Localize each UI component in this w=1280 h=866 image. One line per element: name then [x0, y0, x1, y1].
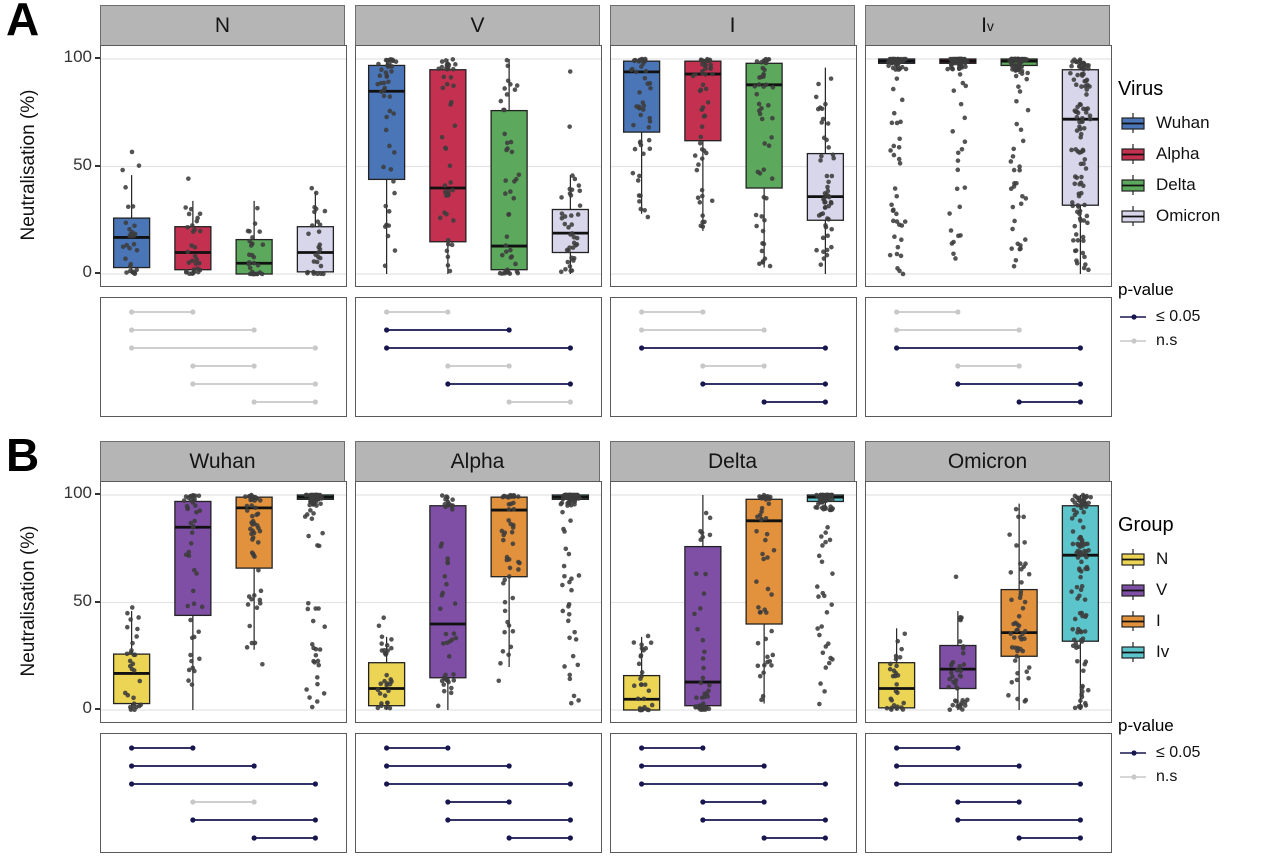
- facet-strip-Alpha: Alpha: [355, 441, 600, 483]
- legend-key-boxplot-icon: [1121, 175, 1145, 195]
- facet-strip-Delta: Delta: [610, 441, 855, 483]
- sig-panel-A-N: [100, 297, 347, 417]
- pvalue-legend-title: p-value: [1118, 280, 1174, 299]
- legend-key-boxplot-icon: [1121, 113, 1145, 133]
- y-tick-mark: [95, 57, 100, 59]
- y-tick-mark: [95, 272, 100, 274]
- y-tick-mark: [95, 708, 100, 710]
- legend-key-boxplot-icon: [1121, 206, 1145, 226]
- legend-title-A: Virus: [1118, 78, 1164, 100]
- legend-label: Omicron: [1156, 206, 1221, 225]
- legend-entry-N: N: [1118, 547, 1280, 571]
- sig-panel-A-Iv: [865, 297, 1112, 417]
- y-axis-label-A: Neutralisation (%): [18, 89, 39, 241]
- pvalue-entry-sig: ≤ 0.05: [1118, 744, 1280, 762]
- sig-panel-A-V: [355, 297, 602, 417]
- pvalue-label: n.s: [1156, 332, 1178, 349]
- pvalue-label: n.s: [1156, 768, 1178, 785]
- legend-key-boxplot-icon: [1121, 549, 1145, 569]
- y-tick-label: 0: [82, 698, 92, 717]
- pvalue-entry-ns: n.s: [1118, 332, 1280, 350]
- legend-label: I: [1156, 611, 1161, 630]
- facet-strip-Omicron: Omicron: [865, 441, 1110, 483]
- sig-panel-B-Wuhan: [100, 733, 347, 853]
- boxplot-panel-A-I: [610, 45, 857, 287]
- y-axis-label-B: Neutralisation (%): [18, 525, 39, 677]
- pvalue-legend-A: p-value ≤ 0.05 n.s: [1118, 280, 1280, 350]
- boxplot-panel-A-Iv: [865, 45, 1112, 287]
- legend-label: N: [1156, 549, 1169, 568]
- legend-label: Alpha: [1156, 144, 1200, 163]
- boxplot-panel-A-V: [355, 45, 602, 287]
- legend-key-boxplot-icon: [1121, 611, 1145, 631]
- sig-panel-A-I: [610, 297, 857, 417]
- facet-strip-I: I: [610, 5, 855, 47]
- legend-entry-Omicron: Omicron: [1118, 204, 1280, 228]
- panel-label-B: B: [6, 429, 40, 481]
- facet-strip-N: N: [100, 5, 345, 47]
- y-tick-label: 100: [63, 483, 92, 502]
- pvalue-key-ns-icon: [1120, 774, 1146, 780]
- boxplot-panel-A-N: [100, 45, 347, 287]
- pvalue-key-sig-icon: [1120, 314, 1146, 320]
- legend-entry-Alpha: Alpha: [1118, 142, 1280, 166]
- legend-entry-Wuhan: Wuhan: [1118, 111, 1280, 135]
- legend-label: Iv: [1156, 642, 1170, 661]
- pvalue-key-sig-icon: [1120, 750, 1146, 756]
- pvalue-legend-title: p-value: [1118, 716, 1174, 735]
- legend-label: V: [1156, 580, 1168, 599]
- pvalue-label: ≤ 0.05: [1156, 308, 1201, 325]
- legend-key-boxplot-icon: [1121, 642, 1145, 662]
- legend-title-B: Group: [1118, 514, 1174, 536]
- pvalue-entry-ns: n.s: [1118, 768, 1280, 786]
- legend-label: Delta: [1156, 175, 1196, 194]
- boxplot-panel-B-Alpha: [355, 481, 602, 723]
- y-tick-label: 50: [73, 590, 92, 610]
- pvalue-key-ns-icon: [1120, 338, 1146, 344]
- y-tick-mark: [95, 493, 100, 495]
- y-tick-label: 0: [82, 262, 92, 281]
- y-tick-label: 50: [73, 154, 92, 174]
- pvalue-legend-B: p-value ≤ 0.05 n.s: [1118, 716, 1280, 786]
- sig-panel-B-Omicron: [865, 733, 1112, 853]
- pvalue-label: ≤ 0.05: [1156, 744, 1201, 761]
- boxplot-panel-B-Wuhan: [100, 481, 347, 723]
- legend-entry-Iv: Iv: [1118, 640, 1280, 664]
- legend-entry-Delta: Delta: [1118, 173, 1280, 197]
- facet-strip-Wuhan: Wuhan: [100, 441, 345, 483]
- sig-panel-B-Delta: [610, 733, 857, 853]
- boxplot-panel-B-Delta: [610, 481, 857, 723]
- legend-entry-V: V: [1118, 578, 1280, 602]
- panel-label-A: A: [6, 0, 40, 45]
- legend-label: Wuhan: [1156, 113, 1210, 132]
- facet-strip-V: V: [355, 5, 600, 47]
- boxplot-panel-B-Omicron: [865, 481, 1112, 723]
- legend-entry-I: I: [1118, 609, 1280, 633]
- y-tick-label: 100: [63, 47, 92, 66]
- y-tick-mark: [95, 600, 100, 603]
- legend-key-boxplot-icon: [1121, 144, 1145, 164]
- sig-panel-B-Alpha: [355, 733, 602, 853]
- legend-key-boxplot-icon: [1121, 580, 1145, 600]
- pvalue-entry-sig: ≤ 0.05: [1118, 308, 1280, 326]
- y-tick-mark: [95, 164, 100, 167]
